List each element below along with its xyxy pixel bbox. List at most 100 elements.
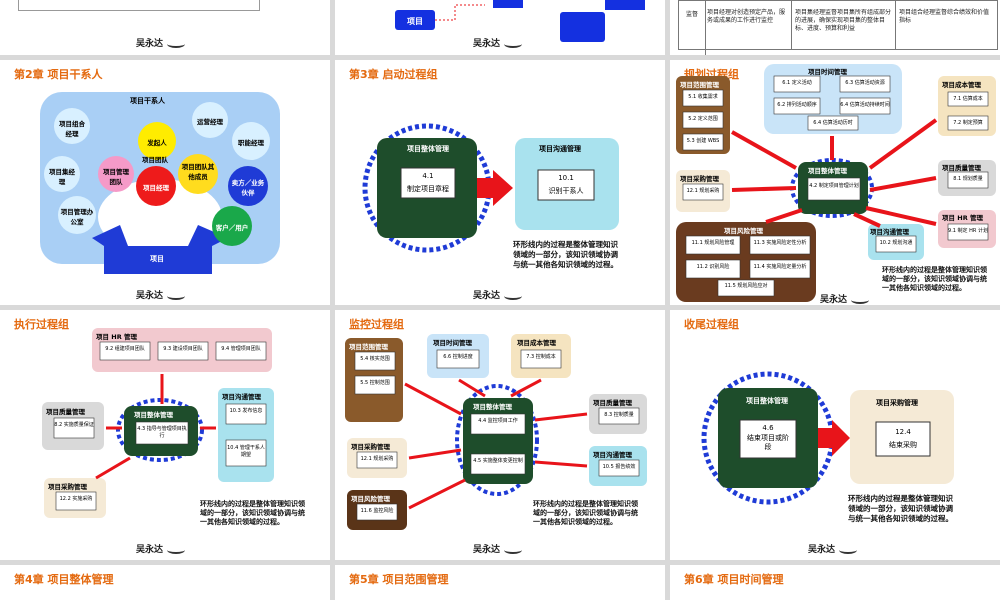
qa-title: 项目质量管理 (46, 408, 85, 416)
process-5-3: 5.3 创建 WBS (686, 138, 720, 144)
hr-title: 项目 HR 管理 (96, 333, 137, 341)
executing-graphic (42, 328, 274, 518)
table-fragment (18, 0, 260, 11)
process-10-4: 10.4 管理干系人期望 (227, 445, 265, 458)
slide-initiating[interactable]: 第3章 启动过程组 项目整体管理 4.1 制定项目章程 项目沟通管理 10.1 … (335, 60, 665, 305)
process-9-2: 9.2 组建项目团队 (105, 346, 145, 352)
slide-chapter-4[interactable]: 第4章 项目整体管理 (0, 565, 330, 600)
circle-pmo (58, 196, 96, 234)
process-10-1-number: 10.1 (558, 174, 574, 182)
signature: 吴永达 (808, 542, 858, 555)
process-8-3: 8.3 控制质量 (604, 412, 634, 418)
slide-stakeholders[interactable]: 第2章 项目干系人 项目干系人 项目组合经理 运营经理 发起人 职能经理 项目集… (0, 60, 330, 305)
label-pm-team: 项目管理团队 (103, 168, 129, 186)
signature: 吴永达 (820, 292, 870, 305)
process-5-1: 5.1 收集需求 (688, 94, 718, 100)
process-9-4: 9.4 管理项目团队 (221, 346, 261, 352)
closing-graphic (701, 371, 954, 505)
slide-title: 第5章 项目范围管理 (349, 573, 449, 586)
process-4-4: 4.4 监控项目工作 (478, 418, 518, 424)
communication-title: 项目沟通管理 (222, 393, 261, 401)
process-4-5: 4.5 实施整体变更控制 (473, 458, 523, 464)
table-cell-1: 项目经理对创造预定产品，服务或成果的工作进行监控 (707, 9, 786, 24)
process-12-1: 12.1 规划采购 (686, 188, 720, 194)
process-10-5: 10.5 报告绩效 (602, 464, 636, 470)
node-label: 项目 (407, 17, 423, 26)
slide-chapter-6[interactable]: 第6章 项目时间管理 (670, 565, 1000, 600)
slide-planning[interactable]: 规划过程组 (670, 60, 1000, 305)
communication-title: 项目沟通管理 (539, 145, 581, 153)
scope-title: 项目范围管理 (349, 343, 388, 351)
procurement-title: 项目采购管理 (48, 483, 87, 491)
integration-note: 环形线内的过程是整体管理知识领域的一部分，该知识领域协调与统一其他各知识领域的过… (848, 494, 953, 523)
label-program-manager: 项目集经理 (49, 168, 75, 186)
slide-title: 第3章 启动过程组 (349, 68, 438, 81)
process-4-6-number: 4.6 (762, 424, 774, 432)
integration-title: 项目整体管理 (407, 145, 449, 153)
group-cost-title: 项目成本管理 (942, 81, 981, 89)
circle-customer (212, 206, 252, 246)
process-10-2: 10.2 规划沟通 (879, 240, 913, 246)
integration-note: 环形线内的过程是整体管理知识领域的一部分，该知识领域协调与统一其他各知识领域的过… (533, 500, 638, 526)
circle-team-members (178, 154, 218, 194)
comparison-table: 监督 项目经理对创造预定产品，服务或成果的工作进行监控 项目集经理监督项目集所有… (678, 0, 998, 55)
label-project: 项目 (150, 255, 164, 263)
process-4-6-label: 结束项目或阶段 (747, 434, 789, 451)
process-6-4a: 6.4 估算活动持续时间 (840, 102, 890, 108)
group-quality-title: 项目质量管理 (942, 164, 981, 172)
signature: 吴永达 (473, 288, 523, 301)
process-11-1: 11.1 规划风险管理 (691, 240, 735, 246)
table-cell-3: 项目组合经理监督综合绩效和价值指标 (899, 9, 990, 24)
circle-program-manager (44, 156, 80, 192)
procurement-title: 项目采购管理 (351, 443, 390, 451)
process-6-1: 6.1 定义活动 (782, 80, 812, 86)
stakeholder-graphic (92, 179, 228, 275)
slide-monitoring[interactable]: 监控过程组 项目范围管理 5.4 核实范 (335, 310, 665, 560)
slide-top-right[interactable]: 监督 项目经理对创造预定产品，服务或成果的工作进行监控 项目集经理监督项目集所有… (670, 0, 1000, 55)
signature: 吴永达 (136, 288, 186, 301)
process-5-2: 5.2 定义范围 (688, 116, 718, 122)
label-customer: 客户／用户 (215, 224, 249, 232)
slide-chapter-5[interactable]: 第5章 项目范围管理 (335, 565, 665, 600)
communication-title: 项目沟通管理 (593, 451, 632, 459)
label-pmo: 项目管理办公室 (60, 208, 94, 226)
label-functional-manager: 职能经理 (238, 139, 264, 147)
group-procurement-title: 项目采购管理 (680, 175, 719, 183)
process-11-4: 11.4 实施风险定量分析 (753, 264, 807, 270)
process-5-4: 5.4 核实范围 (360, 356, 390, 362)
process-12-2: 12.2 实施采购 (59, 496, 93, 502)
circle-pm-team (98, 156, 134, 192)
process-9-1: 9.1 制定 HR 计划 (948, 228, 988, 234)
process-9-3: 9.3 建设项目团队 (163, 346, 203, 352)
signature: 吴永达 (136, 542, 186, 555)
group-communication-title: 项目沟通管理 (870, 228, 909, 236)
group-integration-title: 项目整体管理 (808, 167, 847, 175)
slide-top-left[interactable]: 吴永达 (0, 0, 330, 55)
risk-title: 项目风险管理 (351, 495, 390, 503)
signature: 吴永达 (473, 36, 523, 49)
time-title: 项目时间管理 (433, 339, 472, 347)
slide-title: 第4章 项目整体管理 (14, 573, 114, 586)
slide-top-middle[interactable]: 项目 吴永达 (335, 0, 665, 55)
process-6-4b: 6.4 估算活动历时 (813, 120, 853, 126)
process-7-1: 7.1 估算成本 (953, 96, 983, 102)
circle-sponsor (138, 122, 176, 160)
cost-title: 项目成本管理 (517, 339, 556, 347)
slide-executing[interactable]: 执行过程组 项目 HR 管理 9.2 组建项目团队 9.3 建设项目团队 9.4… (0, 310, 330, 560)
slide-closing[interactable]: 收尾过程组 项目整体管理 4.6 结束项目或阶段 项目采购管理 12.4 结束采… (670, 310, 1000, 560)
process-8-2: 8.2 实施质量保证 (54, 422, 94, 428)
label-project-team: 项目团队 (142, 156, 168, 164)
process-4-1-number: 4.1 (422, 172, 434, 180)
slide-title: 第6章 项目时间管理 (684, 573, 784, 586)
group-scope-title: 项目范围管理 (680, 81, 719, 89)
integration-title: 项目整体管理 (134, 411, 173, 419)
group-time-title: 项目时间管理 (808, 68, 847, 76)
process-11-6: 11.6 监控风险 (360, 508, 394, 514)
circle-functional-manager (232, 122, 270, 160)
quality-title: 项目质量管理 (593, 399, 632, 407)
circle-ops-manager (192, 102, 228, 138)
stakeholder-header: 项目干系人 (130, 97, 165, 105)
slide-title: 收尾过程组 (684, 318, 739, 331)
process-10-3: 10.3 发布信息 (229, 408, 263, 414)
process-6-2: 6.2 排列活动顺序 (777, 102, 817, 108)
